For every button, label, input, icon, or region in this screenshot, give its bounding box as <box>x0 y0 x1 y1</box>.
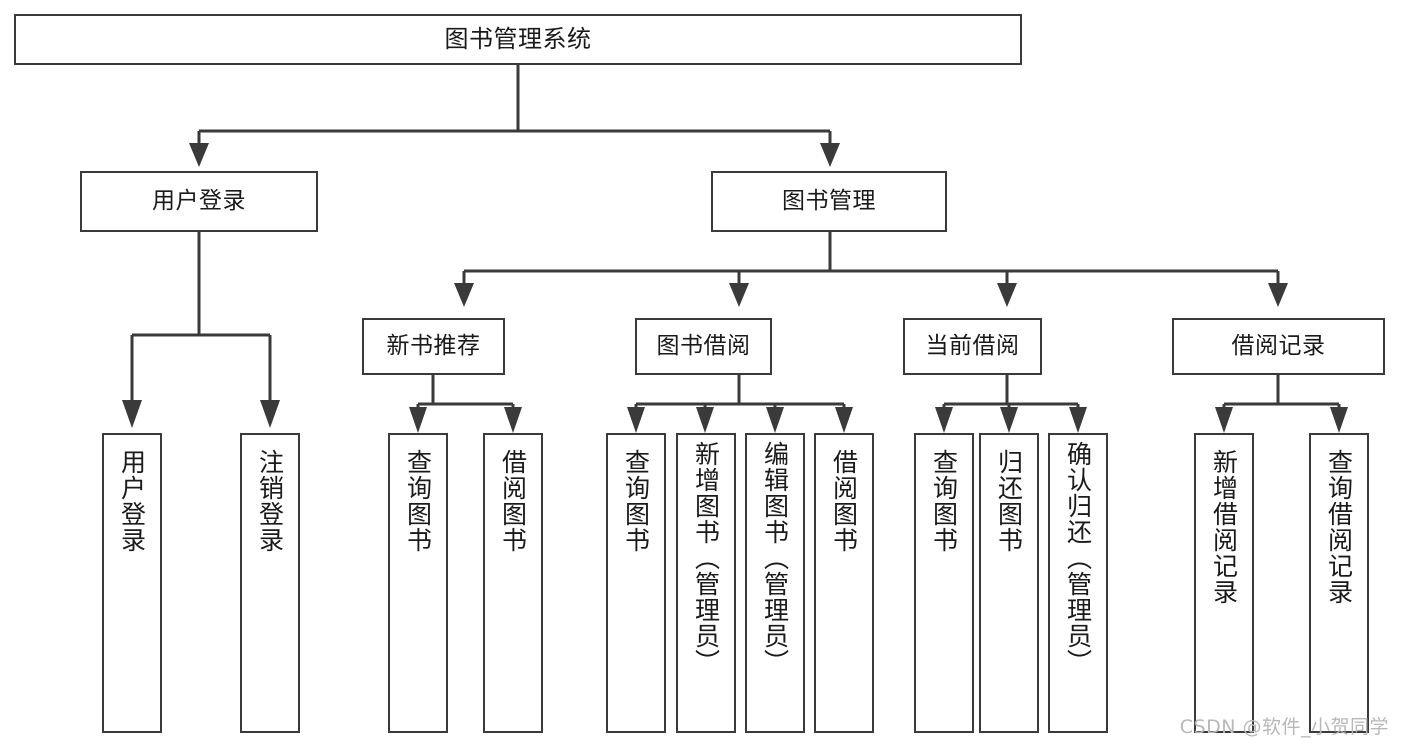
node-label: 确认归还（管理员） <box>1063 441 1093 675</box>
arrowhead-icon <box>1215 407 1233 433</box>
leaf-new-book-query-book[interactable]: 查询图书 <box>388 433 448 733</box>
arrowhead-icon <box>1000 407 1018 433</box>
arrowhead-icon <box>189 143 209 167</box>
leaf-book-borrow-add-book-admin[interactable]: 新增图书（管理员） <box>676 433 736 733</box>
leaf-book-borrow-borrow-book[interactable]: 借阅图书 <box>814 433 874 733</box>
node-borrowing-record[interactable]: 借阅记录 <box>1172 318 1385 375</box>
arrowhead-icon <box>627 407 645 433</box>
arrowhead-icon <box>1330 407 1348 433</box>
node-label: 查询借阅记录 <box>1324 449 1354 605</box>
node-label: 用户登录 <box>152 187 246 214</box>
node-book-borrowing[interactable]: 图书借阅 <box>635 318 772 375</box>
leaf-book-borrow-edit-book-admin[interactable]: 编辑图书（管理员） <box>745 433 805 733</box>
node-label: 查询图书 <box>929 449 959 553</box>
leaf-borrow-record-query-record[interactable]: 查询借阅记录 <box>1309 433 1369 733</box>
node-book-management[interactable]: 图书管理 <box>711 171 947 232</box>
leaf-current-borrow-return-book[interactable]: 归还图书 <box>979 433 1039 733</box>
arrowhead-icon <box>835 407 853 433</box>
leaf-borrow-record-add-record[interactable]: 新增借阅记录 <box>1194 433 1254 733</box>
node-user-login[interactable]: 用户登录 <box>80 171 318 232</box>
node-new-book-recommendation[interactable]: 新书推荐 <box>362 318 505 375</box>
node-label: 编辑图书（管理员） <box>760 441 790 675</box>
leaf-user-login-login[interactable]: 用户登录 <box>102 433 162 733</box>
node-label: 新增借阅记录 <box>1209 449 1239 605</box>
arrowhead-icon <box>260 400 280 428</box>
leaf-user-login-logout[interactable]: 注销登录 <box>240 433 300 733</box>
node-label: 用户登录 <box>117 449 147 553</box>
arrowhead-icon <box>997 283 1017 307</box>
leaf-current-borrow-confirm-return-admin[interactable]: 确认归还（管理员） <box>1048 433 1108 733</box>
node-label: 新书推荐 <box>386 332 481 359</box>
node-label: 借阅图书 <box>498 449 528 553</box>
node-label: 注销登录 <box>255 449 285 553</box>
node-label: 借阅记录 <box>1231 332 1326 359</box>
node-label: 查询图书 <box>621 449 651 553</box>
arrowhead-icon <box>696 407 714 433</box>
leaf-current-borrow-query-book[interactable]: 查询图书 <box>914 433 974 733</box>
arrowhead-icon <box>454 283 474 307</box>
arrowhead-icon <box>766 407 784 433</box>
node-label: 归还图书 <box>994 449 1024 553</box>
node-label: 图书管理 <box>782 187 876 214</box>
arrowhead-icon <box>504 407 522 433</box>
node-current-borrowing[interactable]: 当前借阅 <box>903 318 1042 375</box>
arrowhead-icon <box>935 407 953 433</box>
node-label: 当前借阅 <box>925 332 1020 359</box>
watermark-text: CSDN @软件_小贺同学 <box>1179 716 1389 738</box>
arrowhead-icon <box>1268 283 1288 307</box>
arrowhead-icon <box>122 400 142 428</box>
node-label: 图书管理系统 <box>444 25 592 54</box>
arrowhead-icon <box>820 143 840 167</box>
node-label: 查询图书 <box>403 449 433 553</box>
arrowhead-icon <box>1069 407 1087 433</box>
node-label: 借阅图书 <box>829 449 859 553</box>
node-label: 新增图书（管理员） <box>691 441 721 675</box>
arrowhead-icon <box>729 283 749 307</box>
node-label: 图书借阅 <box>656 332 751 359</box>
leaf-new-book-borrow-book[interactable]: 借阅图书 <box>483 433 543 733</box>
node-root-book-management-system[interactable]: 图书管理系统 <box>14 14 1022 65</box>
leaf-book-borrow-query-book[interactable]: 查询图书 <box>606 433 666 733</box>
arrowhead-icon <box>409 407 427 433</box>
